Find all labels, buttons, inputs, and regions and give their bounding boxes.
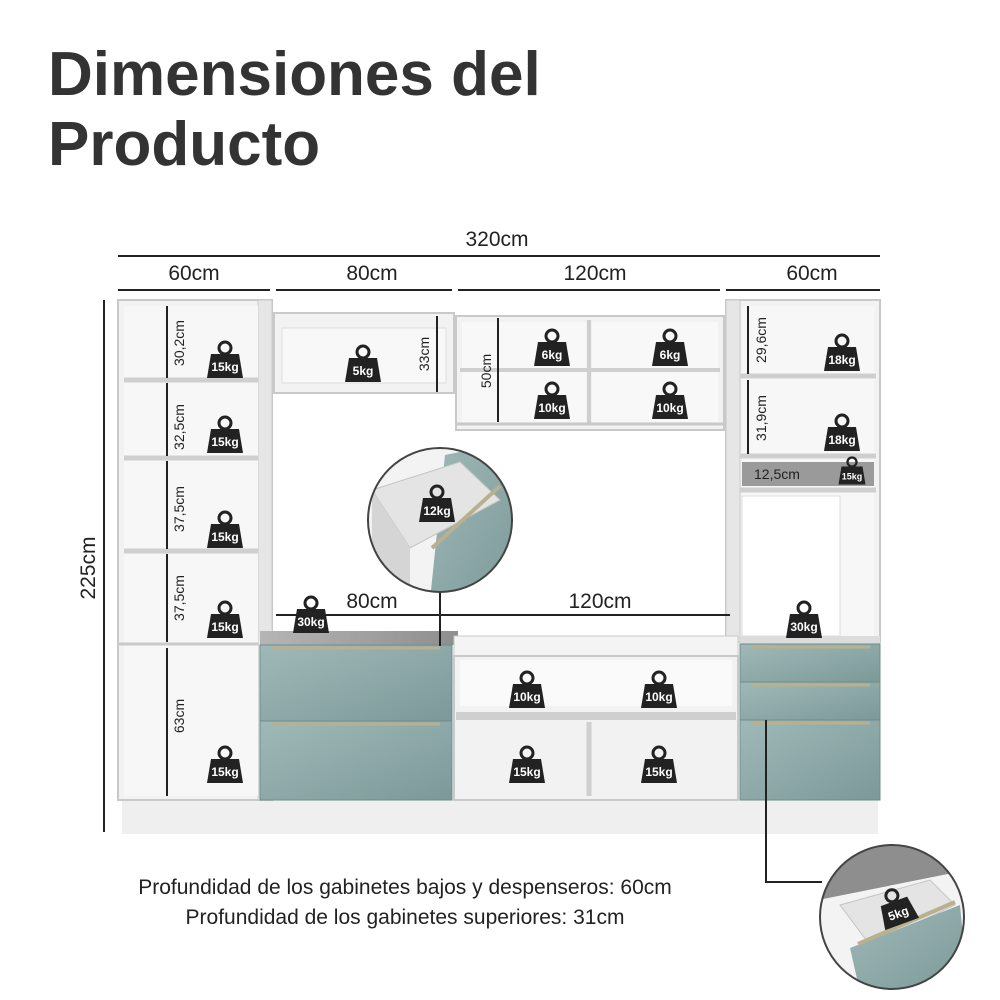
- svg-text:15kg: 15kg: [211, 530, 238, 544]
- weight-icon: 10kg: [641, 670, 677, 708]
- weight-icon: 30kg: [786, 600, 822, 638]
- weight-icon: 15kg: [207, 340, 243, 378]
- weight-icon: 5kg: [345, 344, 381, 382]
- svg-text:10kg: 10kg: [513, 690, 540, 704]
- weight-icon: 15kg: [838, 456, 866, 485]
- weight-icon: 15kg: [207, 510, 243, 548]
- zoom-bottom-ring: [819, 844, 965, 990]
- title-line-2: Producto: [48, 110, 321, 179]
- right-height-label-3: 12,5cm: [754, 466, 800, 482]
- right-tower-side: [725, 299, 741, 643]
- upper-120-height-label: 50cm: [478, 354, 494, 388]
- lower-80-drawer-top: [259, 644, 453, 722]
- plinth: [122, 800, 878, 834]
- weight-icon: 15kg: [641, 745, 677, 783]
- svg-text:15kg: 15kg: [211, 435, 238, 449]
- lower-right-drawer-2: [739, 681, 881, 721]
- lower-width-dimensions: 80cm 120cm: [276, 590, 730, 616]
- lower-right-drawer-1: [739, 643, 881, 683]
- svg-text:12kg: 12kg: [423, 504, 450, 518]
- zoom-top-handle: [430, 484, 502, 550]
- weight-icon: 12kg: [419, 484, 455, 522]
- svg-text:15kg: 15kg: [513, 765, 540, 779]
- left-height-label-2: 32,5cm: [171, 404, 187, 450]
- lower-80-drawer-bottom: [259, 720, 453, 801]
- svg-text:30kg: 30kg: [297, 615, 324, 629]
- weight-icons: 15kg 15kg 15kg 15kg 15kg 5kg 6kg 6kg 10k…: [207, 328, 920, 931]
- lower-cabinet-80: [259, 631, 458, 801]
- weight-icon: 30kg: [293, 595, 329, 633]
- height-dimension: 225cm: [77, 300, 105, 832]
- svg-text:10kg: 10kg: [538, 401, 565, 415]
- svg-text:6kg: 6kg: [660, 348, 681, 362]
- width-label-120: 120cm: [563, 262, 626, 285]
- zoom-bottom-drawer-front: [850, 905, 964, 989]
- lower-80-width-label: 80cm: [346, 590, 397, 613]
- tv-unit-upper-cavity: [460, 660, 732, 706]
- width-label-60-left: 60cm: [168, 262, 219, 285]
- weight-icon: 15kg: [207, 745, 243, 783]
- zoom-bottom-handle: [857, 900, 956, 946]
- svg-text:15kg: 15kg: [645, 765, 672, 779]
- width-label-80: 80cm: [346, 262, 397, 285]
- svg-text:5kg: 5kg: [353, 364, 374, 378]
- lower-right-drawer-3: [739, 719, 881, 801]
- tv-unit-top: [453, 635, 739, 657]
- upper-80-height-label: 33cm: [416, 337, 432, 371]
- right-height-label-2: 31,9cm: [753, 395, 769, 441]
- total-height-label: 225cm: [77, 536, 100, 599]
- right-oven-opening: [741, 495, 841, 637]
- weight-icon: 15kg: [509, 745, 545, 783]
- width-label-60-right: 60cm: [786, 262, 837, 285]
- weight-icon: 10kg: [652, 381, 688, 419]
- svg-text:15kg: 15kg: [211, 765, 238, 779]
- weight-icon: 5kg: [880, 888, 920, 931]
- weight-icon: 10kg: [509, 670, 545, 708]
- page-title: Dimensiones del Producto: [48, 40, 568, 180]
- tv-unit-120: [453, 635, 739, 801]
- left-height-label-5: 63cm: [171, 699, 187, 733]
- lower-120-width-label: 120cm: [568, 590, 631, 613]
- svg-text:30kg: 30kg: [790, 620, 817, 634]
- weight-icon: 18kg: [824, 413, 860, 451]
- right-height-label-1: 29,6cm: [753, 317, 769, 363]
- svg-text:5kg: 5kg: [886, 903, 910, 923]
- svg-text:10kg: 10kg: [645, 690, 672, 704]
- zoom-top-ring: [367, 447, 513, 593]
- svg-text:10kg: 10kg: [656, 401, 683, 415]
- left-tower: 30,2cm 32,5cm 37,5cm 37,5cm 63cm: [117, 299, 273, 801]
- svg-text:15kg: 15kg: [211, 360, 238, 374]
- lower-right-countertop: [740, 636, 880, 644]
- width-dimensions: 320cm 60cm 80cm 120cm 60cm: [118, 228, 880, 291]
- lower-80-countertop: [260, 631, 458, 645]
- svg-text:18kg: 18kg: [828, 433, 855, 447]
- left-height-label-3: 37,5cm: [171, 486, 187, 532]
- footer-depth-lower: Profundidad de los gabinetes bajos y des…: [138, 876, 672, 899]
- left-height-label-4: 37,5cm: [171, 575, 187, 621]
- lower-cabinet-right: [739, 636, 881, 801]
- total-width-label: 320cm: [465, 228, 528, 251]
- svg-text:18kg: 18kg: [828, 353, 855, 367]
- footer-depth-upper: Profundidad de los gabinetes superiores:…: [185, 906, 625, 929]
- weight-icon: 18kg: [824, 333, 860, 371]
- weight-icon: 15kg: [207, 600, 243, 638]
- title-line-1: Dimensiones del: [48, 40, 541, 109]
- svg-text:15kg: 15kg: [211, 620, 238, 634]
- weight-icon: 10kg: [534, 381, 570, 419]
- left-height-label-1: 30,2cm: [171, 320, 187, 366]
- weight-icon: 6kg: [652, 328, 688, 366]
- svg-text:15kg: 15kg: [842, 471, 863, 481]
- zoom-bottom-leader: [765, 720, 822, 883]
- weight-icon: 15kg: [207, 415, 243, 453]
- svg-text:6kg: 6kg: [542, 348, 563, 362]
- weight-icon: 6kg: [534, 328, 570, 366]
